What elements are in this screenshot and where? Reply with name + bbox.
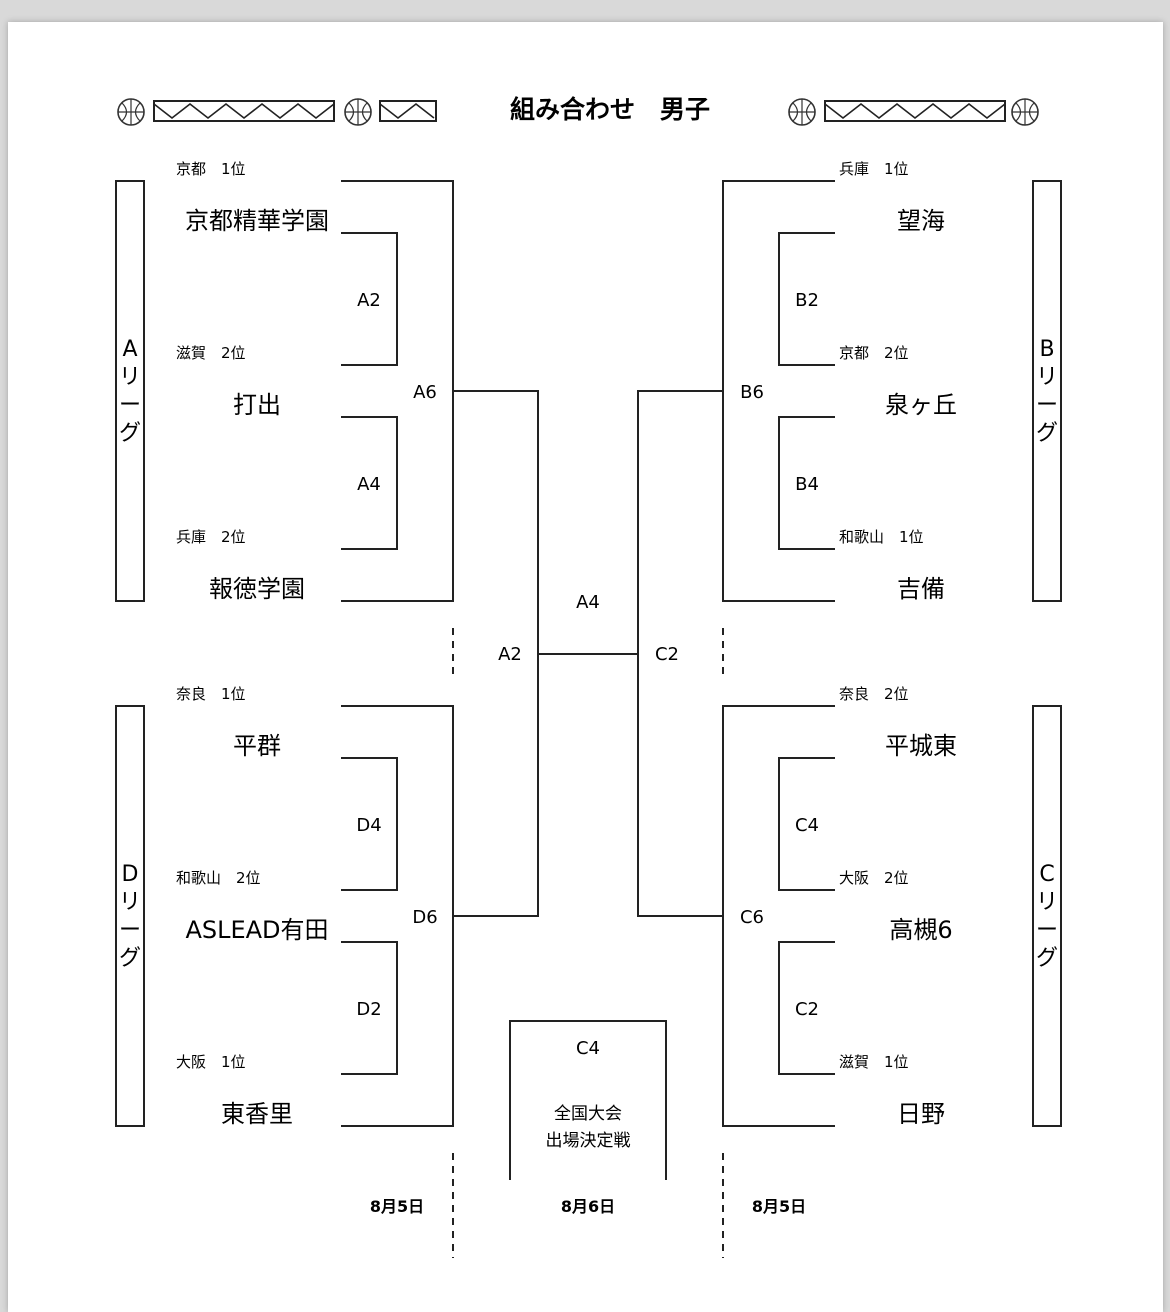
header-decoration-left [117, 98, 437, 126]
game-label: D6 [412, 907, 437, 928]
team-name: 望海 [897, 207, 945, 235]
game-label: B6 [740, 382, 764, 403]
decision-title-line2: 出場決定戦 [546, 1131, 631, 1151]
basketball-icon [117, 98, 145, 126]
seed-label: 大阪 1位 [176, 1053, 246, 1071]
seed-label: 和歌山 2位 [176, 869, 261, 887]
header-decoration-right [788, 98, 1039, 126]
game-label: D4 [356, 815, 381, 836]
game-label: C4 [795, 815, 819, 836]
team-name: 東香里 [221, 1100, 293, 1128]
page-title: 組み合わせ 男子 [510, 95, 710, 124]
semifinal-right-label: C2 [655, 644, 679, 665]
team-name: 打出 [233, 391, 281, 419]
game-label: A4 [357, 474, 381, 495]
bracket-sheet [8, 22, 1163, 1312]
team-name: 京都精華学園 [185, 207, 329, 235]
game-label: C6 [740, 907, 764, 928]
team-name: 高槻6 [889, 916, 952, 944]
game-label: B4 [795, 474, 819, 495]
team-name: ASLEAD有田 [185, 916, 328, 944]
seed-label: 和歌山 1位 [839, 528, 924, 546]
league-box-a [115, 180, 145, 602]
team-name: 平群 [233, 732, 281, 760]
basketball-icon [344, 98, 372, 126]
team-name: 平城東 [885, 732, 957, 760]
decision-game-label: C4 [576, 1038, 600, 1059]
team-name: 泉ヶ丘 [885, 391, 957, 419]
basketball-icon [788, 98, 816, 126]
game-label: A2 [357, 290, 381, 311]
seed-label: 兵庫 2位 [176, 528, 246, 546]
league-box-b [1032, 180, 1062, 602]
date-left: 8月5日 [370, 1197, 424, 1216]
team-name: 吉備 [897, 575, 945, 603]
seed-label: 大阪 2位 [839, 869, 909, 887]
date-right: 8月5日 [752, 1197, 806, 1216]
date-center: 8月6日 [561, 1197, 615, 1216]
league-box-d [115, 705, 145, 1127]
seed-label: 滋賀 2位 [176, 344, 246, 362]
bracket-lines [341, 180, 835, 1180]
seed-label: 奈良 2位 [839, 685, 909, 703]
team-name: 日野 [897, 1100, 945, 1128]
semifinal-left-label: A2 [498, 644, 522, 665]
seed-label: 京都 2位 [839, 344, 909, 362]
final-game-label: A4 [576, 592, 600, 613]
seed-label: 奈良 1位 [176, 685, 246, 703]
game-label: B2 [795, 290, 819, 311]
seed-label: 兵庫 1位 [839, 160, 909, 178]
game-label: C2 [795, 999, 819, 1020]
seed-label: 滋賀 1位 [839, 1053, 909, 1071]
league-box-c [1032, 705, 1062, 1127]
game-label: A6 [413, 382, 437, 403]
date-separators [452, 628, 724, 1258]
basketball-icon [1011, 98, 1039, 126]
game-label: D2 [356, 999, 381, 1020]
decision-title-line1: 全国大会 [554, 1104, 622, 1124]
seed-label: 京都 1位 [176, 160, 246, 178]
team-name: 報徳学園 [209, 575, 305, 603]
